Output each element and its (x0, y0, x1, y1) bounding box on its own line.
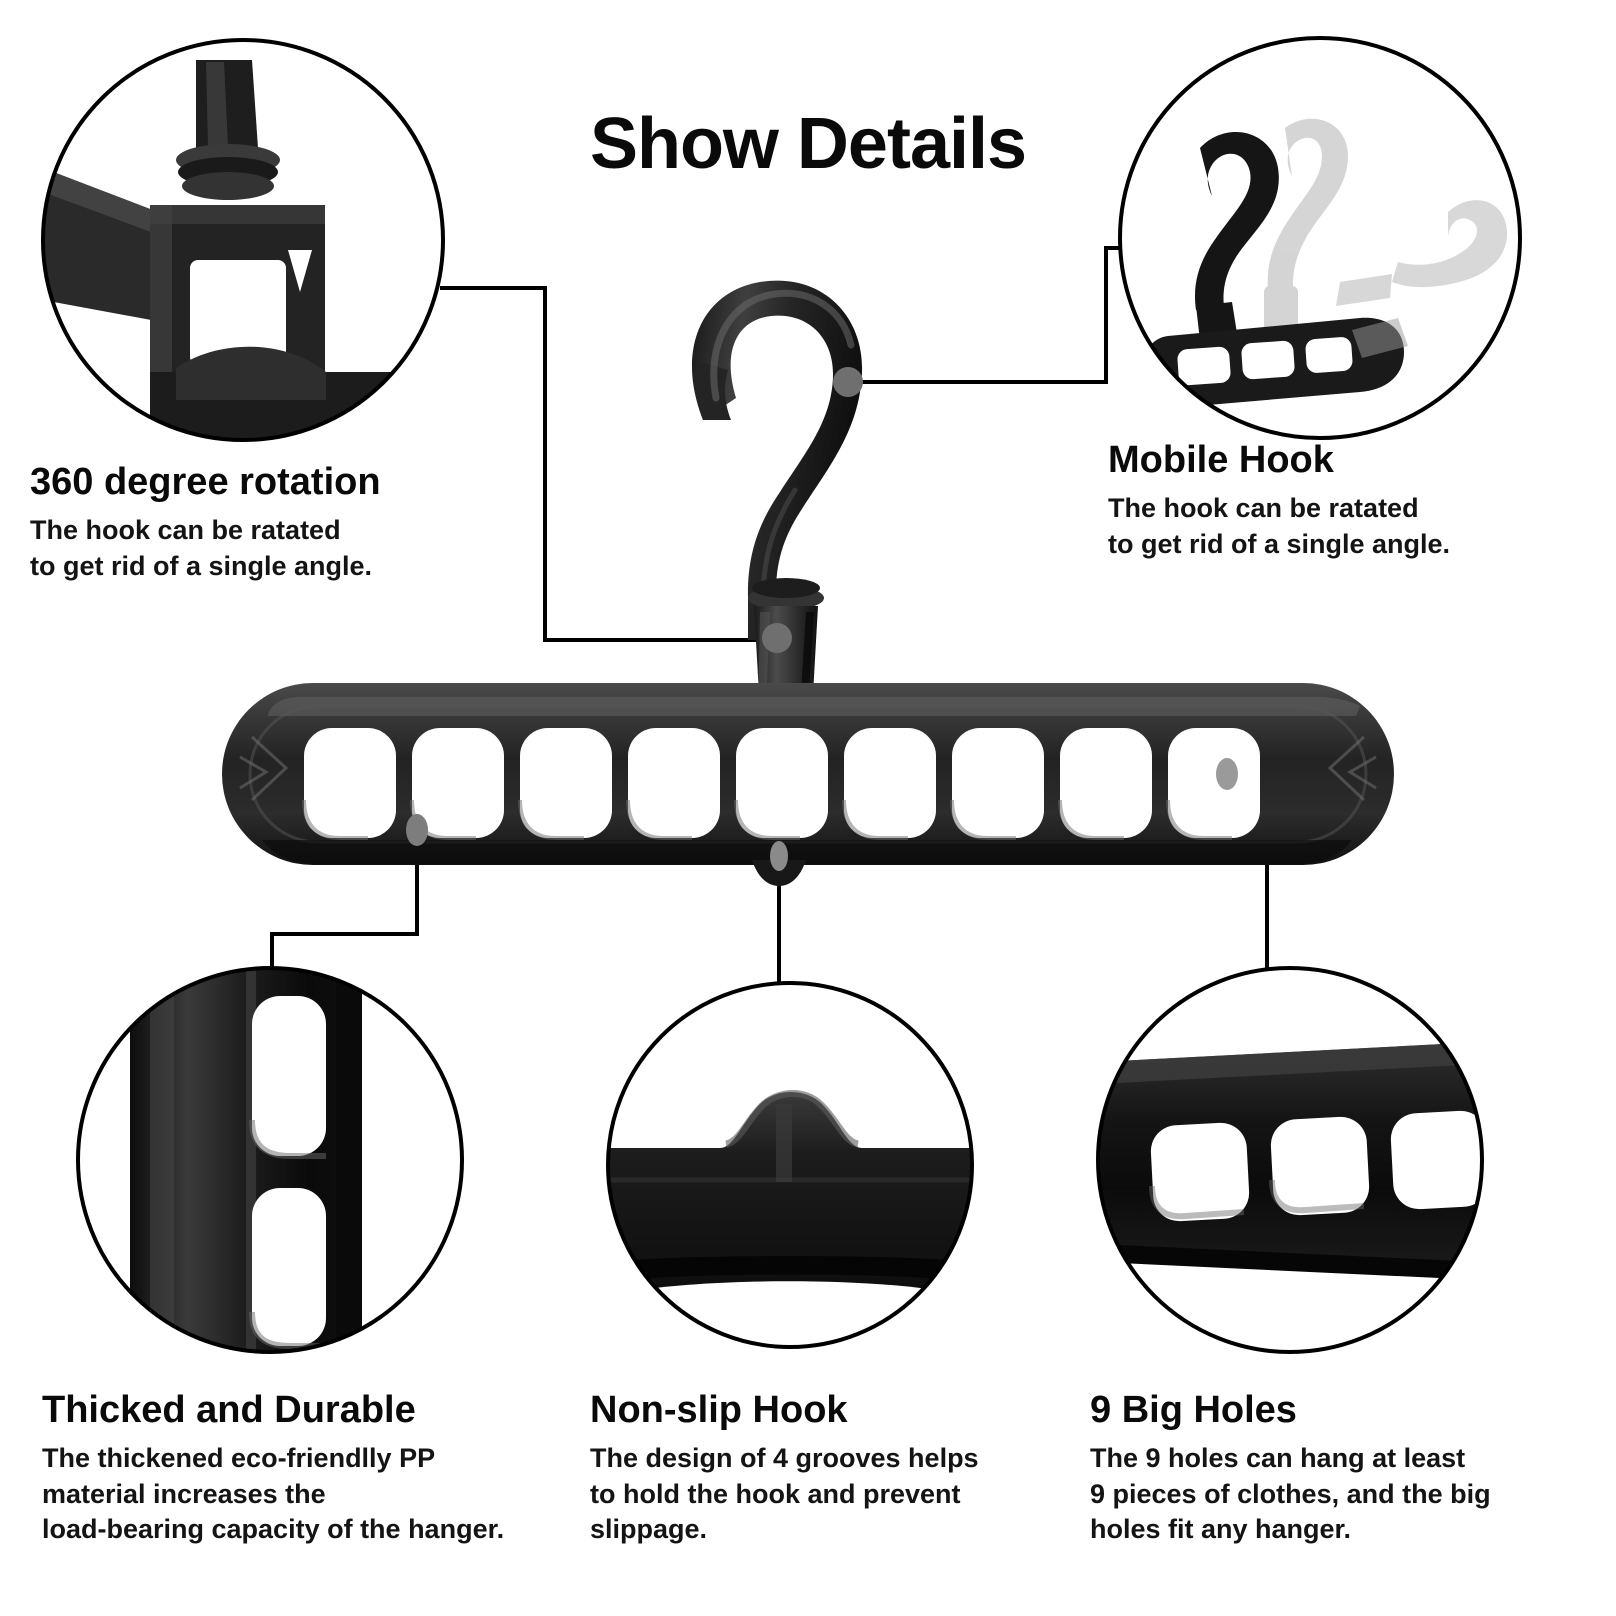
detail-circle-durable (76, 966, 464, 1354)
feature-body-mobile-hook: The hook can be ratated to get rid of a … (1108, 493, 1451, 559)
feature-body-durable: The thickened eco-friendlly PP material … (42, 1443, 505, 1545)
feature-heading-durable: Thicked and Durable (42, 1389, 416, 1431)
detail-circle-nonslip (606, 981, 974, 1349)
hanger-product (222, 280, 1394, 886)
feature-body-big-holes: The 9 holes can hang at least 9 pieces o… (1090, 1443, 1491, 1545)
detail-circle-big-holes (1096, 966, 1484, 1354)
leader-line-durable (270, 833, 419, 975)
feature-heading-nonslip: Non-slip Hook (590, 1389, 848, 1431)
feature-block-nonslip: Non-slip Hook The design of 4 grooves he… (590, 1389, 1030, 1548)
leader-line-mobile-hook (852, 246, 1126, 384)
feature-heading-mobile-hook: Mobile Hook (1108, 439, 1334, 481)
detail-circle-rotation (41, 38, 445, 442)
anchor-dot-nonslip (770, 841, 788, 871)
hanger-holes (304, 728, 1260, 838)
anchor-dots (406, 367, 1238, 871)
anchor-dot-big-holes (1216, 758, 1238, 790)
hanger-bar (222, 683, 1394, 886)
detail-circle-mobile-hook (1118, 36, 1522, 440)
feature-block-mobile-hook: Mobile Hook The hook can be ratated to g… (1108, 439, 1588, 562)
feature-body-rotation: The hook can be ratated to get rid of a … (30, 515, 373, 581)
feature-heading-big-holes: 9 Big Holes (1090, 1389, 1297, 1431)
feature-block-durable: Thicked and Durable The thickened eco-fr… (42, 1389, 562, 1548)
anchor-dot-rotation (762, 623, 792, 653)
feature-block-rotation: 360 degree rotation The hook can be rata… (30, 461, 550, 584)
leader-line-rotation (440, 286, 773, 642)
page-title: Show Details (589, 104, 1027, 184)
feature-heading-rotation: 360 degree rotation (30, 461, 381, 503)
anchor-dot-mobile-hook (833, 367, 863, 397)
feature-block-big-holes: 9 Big Holes The 9 holes can hang at leas… (1090, 1389, 1560, 1548)
anchor-dot-durable (406, 814, 428, 846)
feature-body-nonslip: The design of 4 grooves helps to hold th… (590, 1443, 979, 1545)
